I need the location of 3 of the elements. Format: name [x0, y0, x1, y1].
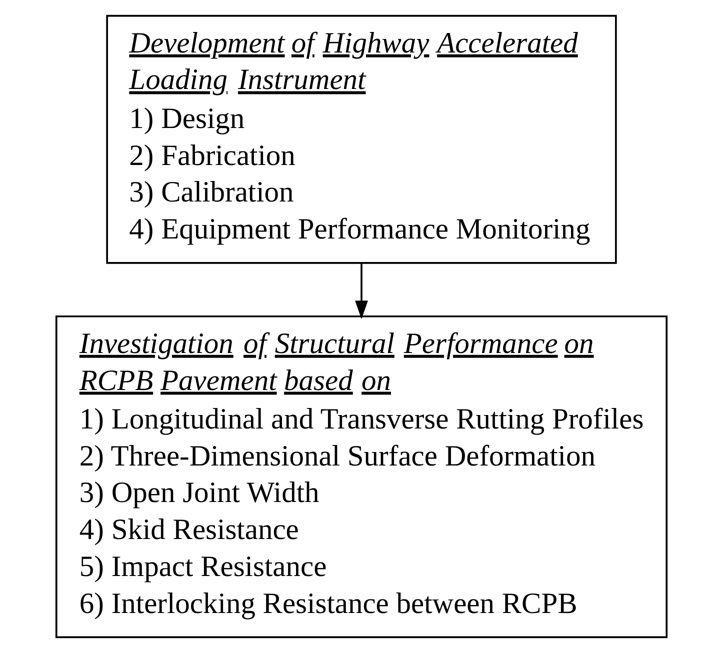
arrow: [355, 263, 368, 320]
node-box: Investigation of Structural Performance on RCPB Pavement based on 1) Longitudinal and Transverse Rutting Profiles 2) Three-Dimensional Surface Deformation 3) Open Joint Width 4) Skid Resistance 5) Impact Resistance 6) Interlocking Resistance between RCPB: [55, 315, 668, 638]
node-box: Development of Highway Accelerated Loading Instrument 1) Design 2) Fabrication 3) Calibration 4) Equipment Performance Monitoring: [106, 14, 617, 264]
